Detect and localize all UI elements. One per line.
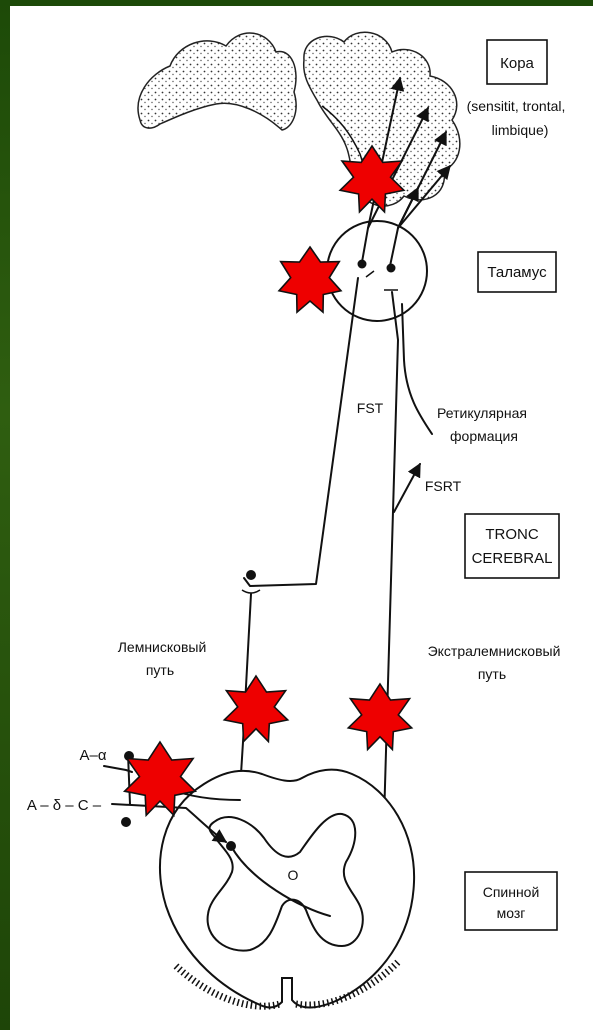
lemniscal-label-2: путь [146, 662, 174, 678]
a-delta-c-label: A – δ – C – [27, 797, 102, 814]
thalamus-neuron-2 [387, 264, 396, 273]
thalamus-circle [327, 221, 427, 321]
spinal-cord-outline [160, 770, 414, 1008]
medulla-relay-neuron [246, 570, 256, 580]
fsrt-label: FSRT [425, 478, 462, 494]
spinal-cord-label-2: мозг [497, 905, 526, 921]
cortex-left-hemisphere [138, 33, 296, 130]
extralemniscal-label-1: Экстралемнисковый [428, 643, 561, 659]
fsrt-arrow [394, 464, 420, 512]
cortex-label: Кора [500, 55, 534, 72]
pain-star-extralemniscal [348, 684, 411, 750]
pain-star-lemniscal [224, 676, 287, 742]
extralemniscal-label-2: путь [478, 666, 506, 682]
spinal-center-label: O [288, 867, 299, 883]
brainstem-label-1: TRONC [485, 526, 538, 543]
synapse-cup-medulla [242, 590, 260, 593]
brainstem-label-box [465, 514, 559, 578]
reticular-label-1: Ретикулярная [437, 405, 527, 421]
lemniscal-label-1: Лемнисковый [118, 639, 207, 655]
a-delta-c-ganglion [121, 817, 131, 827]
thalamus-label: Таламус [487, 264, 547, 281]
thalamus-neuron-1 [358, 260, 367, 269]
fst-label: FST [357, 400, 384, 416]
brainstem-label-2: CEREBRAL [472, 550, 553, 567]
a-alpha-label: A–α [79, 747, 106, 764]
spinal-cord-label-1: Спинной [483, 884, 540, 900]
cortex-sublabel-1: (sensitit, trontal, [467, 98, 566, 114]
reticular-label-2: формация [450, 428, 518, 444]
fst-tract [244, 278, 358, 586]
spinal-cord-label-box [465, 872, 557, 930]
reticular-formation-curve [402, 304, 432, 434]
cortex-sublabel-2: limbique) [492, 122, 549, 138]
